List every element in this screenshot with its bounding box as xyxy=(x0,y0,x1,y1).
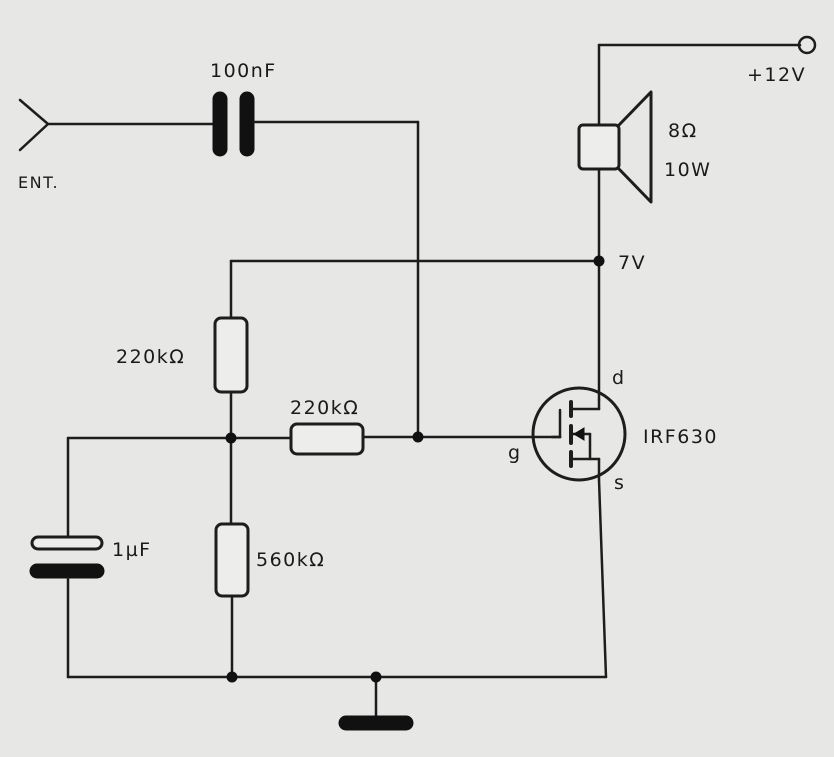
resistor-bottom-label: 560kΩ xyxy=(256,549,325,571)
resistor-series-label: 220kΩ xyxy=(290,397,359,419)
input-label: ENT. xyxy=(18,173,59,192)
supply-terminal xyxy=(797,35,817,55)
pin-drain-label: d xyxy=(612,367,626,389)
resistor-220k-series xyxy=(289,422,365,456)
resistor-top-label: 220kΩ xyxy=(116,346,185,368)
mosfet-irf630 xyxy=(531,386,627,482)
speaker xyxy=(577,90,653,204)
coupling-capacitor xyxy=(212,91,255,157)
speaker-power-label: 10W xyxy=(664,159,711,181)
drain-node-label: 7V xyxy=(618,252,646,274)
pin-gate-label: g xyxy=(508,442,522,464)
pin-source-label: s xyxy=(614,472,625,494)
input-terminal xyxy=(18,98,50,152)
resistor-560k xyxy=(214,522,250,598)
transistor-label: IRF630 xyxy=(643,426,718,448)
node-ground-center xyxy=(370,671,382,683)
coupling-capacitor-label: 100nF xyxy=(210,60,277,82)
node-gate xyxy=(412,431,424,443)
supply-label: +12V xyxy=(747,64,806,86)
source-wire xyxy=(597,478,608,679)
bypass-capacitor-label: 1µF xyxy=(112,539,152,561)
node-7v xyxy=(593,255,605,267)
resistor-220k-top xyxy=(213,316,249,394)
node-ground-left xyxy=(226,671,238,683)
speaker-impedance-label: 8Ω xyxy=(668,120,698,142)
ground-symbol xyxy=(338,715,414,731)
node-divider xyxy=(225,432,237,444)
bypass-capacitor xyxy=(29,535,105,579)
